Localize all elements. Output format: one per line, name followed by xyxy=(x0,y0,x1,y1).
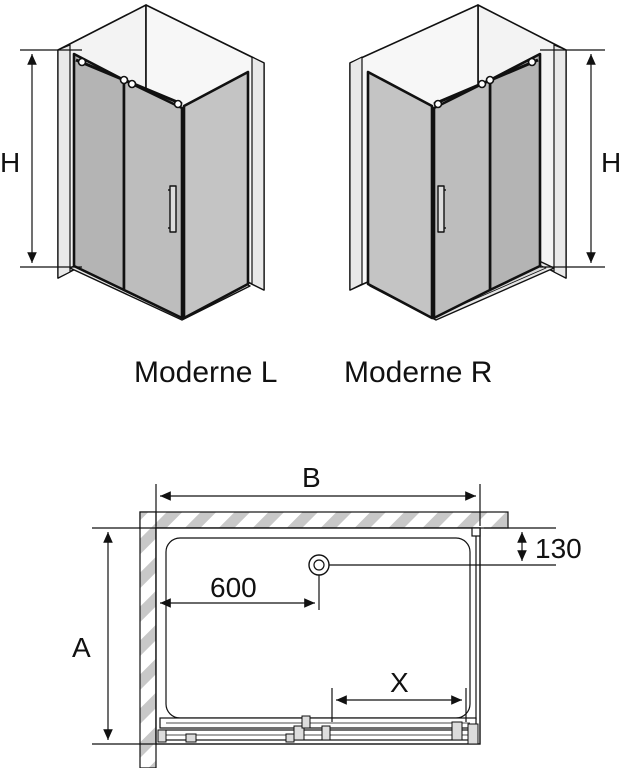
caption-moderne-l: Moderne L xyxy=(134,356,277,389)
width-label: B xyxy=(302,462,321,493)
drain-offset-dimension xyxy=(160,575,320,610)
glass-side-left xyxy=(182,70,250,320)
door-handle-left xyxy=(169,185,177,233)
plan-view xyxy=(139,511,509,768)
height-label-left: H xyxy=(0,147,20,178)
glass-door-right xyxy=(432,78,492,320)
height-dimension-left xyxy=(20,49,82,268)
glass-front-right xyxy=(488,52,542,292)
shower-enclosure-left xyxy=(57,4,265,321)
glass-side-right xyxy=(366,70,434,320)
depth-dimension xyxy=(92,527,156,745)
drain-offset-label: 600 xyxy=(210,572,257,603)
door-opening-label: X xyxy=(390,667,409,698)
glass-front-left xyxy=(72,52,126,292)
wall-top-hatch xyxy=(139,511,509,529)
depth-label: A xyxy=(72,632,91,663)
shower-enclosure-right xyxy=(349,4,567,321)
wall-left-hatch xyxy=(139,511,157,768)
width-dimension xyxy=(155,484,481,526)
height-dimension-right xyxy=(540,49,605,268)
caption-moderne-r: Moderne R xyxy=(344,356,492,389)
door-handle-right xyxy=(437,185,445,233)
drain-edge-dimension xyxy=(329,527,556,566)
height-label-right: H xyxy=(601,147,621,178)
drain-edge-label: 130 xyxy=(535,533,582,564)
glass-door-left xyxy=(122,78,184,320)
door-opening-dimension xyxy=(331,688,467,722)
